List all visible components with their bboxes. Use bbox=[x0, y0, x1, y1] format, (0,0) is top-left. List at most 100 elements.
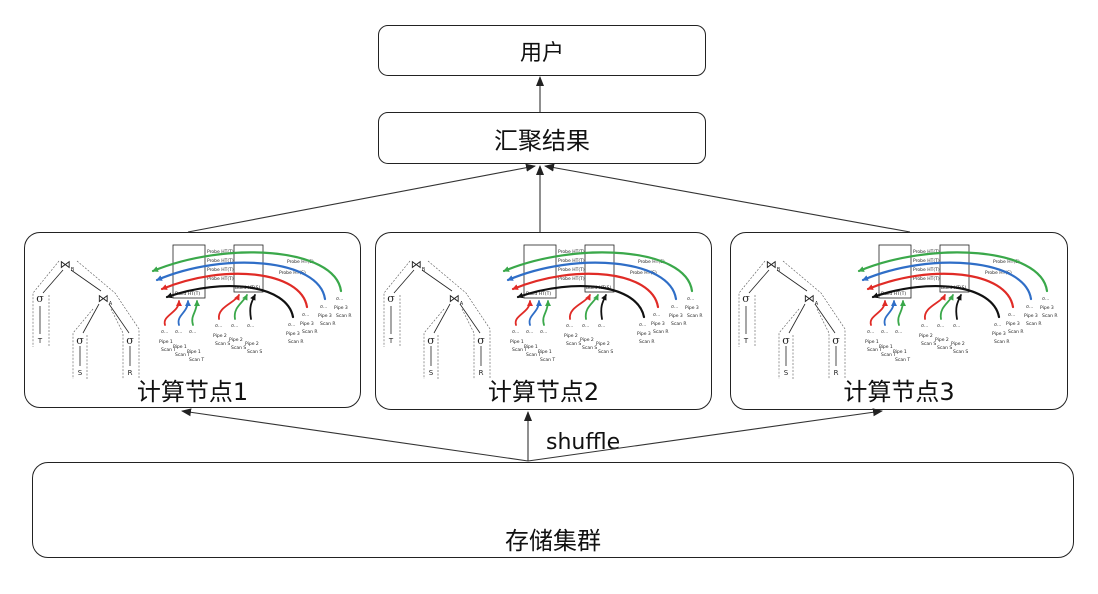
pipe-3-worker-3-arrow bbox=[160, 272, 309, 309]
pipe-2-worker-2-arrow bbox=[233, 294, 248, 320]
pipeline-diagram: Probe HT(T)Probe HT(T)Probe HT(T)Probe H… bbox=[151, 244, 352, 363]
select-label: σ… bbox=[953, 324, 960, 329]
arrow-node-3-to-aggregate bbox=[544, 163, 911, 233]
pipe-2-worker-1-arrow bbox=[924, 294, 946, 320]
pipeline-outline bbox=[76, 260, 140, 379]
storage-cluster-label: 存储集群 bbox=[505, 527, 601, 555]
pipe-1-worker-1-arrow bbox=[869, 300, 888, 326]
scan-label: Scan R bbox=[1026, 321, 1042, 327]
pipeline-outline bbox=[32, 260, 60, 347]
pipe-label: Pipe 2 bbox=[564, 333, 578, 339]
select-node-t: σ bbox=[387, 292, 395, 305]
pipe-1-worker-1-arrow bbox=[163, 300, 182, 326]
pipe-label: Pipe 2 bbox=[580, 337, 594, 343]
pipe-label: Pipe 3 bbox=[286, 331, 300, 337]
select-node-r: σ bbox=[832, 334, 840, 347]
table-label-r: R bbox=[834, 369, 839, 377]
select-label: σ… bbox=[937, 324, 944, 329]
pipeline-outline bbox=[461, 308, 475, 379]
plan-edge bbox=[108, 303, 130, 334]
pipe-label: Pipe 1 bbox=[173, 344, 187, 350]
pipe-1-worker-2-arrow bbox=[177, 300, 191, 326]
pipe-3-worker-1-arrow bbox=[502, 251, 694, 293]
aggregate-result-box: 汇聚结果 bbox=[378, 112, 706, 164]
hash-table-box-t bbox=[878, 244, 912, 299]
scan-label: Scan S bbox=[582, 345, 597, 351]
pipe-label: Pipe 3 bbox=[685, 305, 699, 311]
pipe-2-worker-2-arrow bbox=[584, 294, 599, 320]
pipe-1-worker-2-arrow bbox=[883, 300, 897, 326]
pipe-label: Pipe 3 bbox=[334, 305, 348, 311]
select-label: σ… bbox=[302, 313, 309, 318]
probe-ht-s-label: Probe HT(S) bbox=[279, 270, 306, 276]
pipe-label: Pipe 1 bbox=[865, 339, 879, 345]
select-label: σ… bbox=[867, 330, 874, 335]
join-node-a: ⋈A bbox=[449, 292, 464, 307]
pipe-2-worker-1-arrow bbox=[218, 294, 240, 320]
join-node-a: ⋈A bbox=[98, 292, 113, 307]
join-node-b: ⋈B bbox=[411, 258, 426, 273]
plan-edge bbox=[42, 269, 64, 294]
select-node-s: σ bbox=[427, 334, 435, 347]
pipe-3-worker-2-arrow bbox=[155, 261, 327, 301]
pipe-3-worker-4-arrow bbox=[165, 285, 295, 319]
probe-ht-t-label: Probe HT(T) bbox=[913, 249, 940, 255]
probe-ht-s-label: Probe HT(S) bbox=[630, 270, 657, 276]
select-node-t: σ bbox=[742, 292, 750, 305]
compute-node-3-label: 计算节点3 bbox=[843, 378, 955, 406]
join-symbol: ⋈ bbox=[449, 292, 460, 305]
scan-label: Scan R bbox=[1042, 313, 1058, 319]
pipe-label: Pipe 1 bbox=[879, 344, 893, 350]
join-key: A bbox=[815, 301, 819, 307]
pipe-label: Pipe 3 bbox=[1040, 305, 1054, 311]
hash-table-box-s bbox=[584, 244, 615, 293]
table-label-t: T bbox=[388, 337, 394, 345]
pipeline-outline bbox=[427, 260, 491, 379]
join-symbol: ⋈ bbox=[60, 258, 71, 271]
table-label-s: S bbox=[429, 369, 434, 377]
scan-label: Scan R bbox=[687, 313, 703, 319]
probe-ht-t-label: Probe HT(T) bbox=[558, 267, 585, 273]
hash-table-box-t bbox=[172, 244, 206, 299]
pipeline-diagram: Probe HT(T)Probe HT(T)Probe HT(T)Probe H… bbox=[857, 244, 1058, 363]
scan-label: Scan T bbox=[881, 352, 896, 358]
pipeline-outline bbox=[738, 260, 766, 347]
pipe-label: Pipe 2 bbox=[951, 341, 965, 347]
join-node-a: ⋈A bbox=[804, 292, 819, 307]
scan-label: Scan S bbox=[953, 349, 968, 355]
hash-table-box-s bbox=[939, 244, 970, 293]
table-label-s: S bbox=[784, 369, 789, 377]
scan-label: Scan T bbox=[161, 347, 176, 353]
select-label: σ… bbox=[540, 330, 547, 335]
select-label: σ… bbox=[288, 323, 295, 328]
scan-label: Scan R bbox=[994, 339, 1010, 345]
scan-label: Scan S bbox=[215, 341, 230, 347]
pipe-label: Pipe 1 bbox=[187, 349, 201, 355]
probe-ht-t-label: Probe HT(T) bbox=[558, 276, 585, 282]
user-box-label: 用户 bbox=[519, 40, 564, 66]
scan-label: Scan T bbox=[175, 352, 190, 358]
probe-ht-t-label: Probe HT(T) bbox=[558, 249, 585, 255]
select-label: σ… bbox=[639, 323, 646, 328]
scan-label: Scan S bbox=[566, 341, 581, 347]
pipe-2-worker-2-arrow bbox=[939, 294, 954, 320]
pipe-2-worker-3-arrow bbox=[249, 294, 256, 320]
pipeline-diagram: Probe HT(T) Probe HT(T) Probe HT(T) Probe H… bbox=[502, 244, 703, 363]
pipe-label: Pipe 2 bbox=[213, 333, 227, 339]
pipe-1-worker-3-arrow bbox=[897, 300, 906, 326]
table-label-r: R bbox=[479, 369, 484, 377]
compute-node-1-label: 计算节点1 bbox=[136, 378, 249, 406]
arrow-storage-to-node-1 bbox=[181, 408, 529, 462]
select-node-s: σ bbox=[782, 334, 790, 347]
hash-table-box-t bbox=[523, 244, 557, 299]
pipe-3-worker-3-arrow bbox=[511, 272, 660, 309]
scan-label: Scan S bbox=[937, 345, 952, 351]
probe-ht-t-label: Probe HT(T) bbox=[913, 276, 940, 282]
probe-ht-s-label: Probe HT(S) bbox=[638, 259, 665, 265]
